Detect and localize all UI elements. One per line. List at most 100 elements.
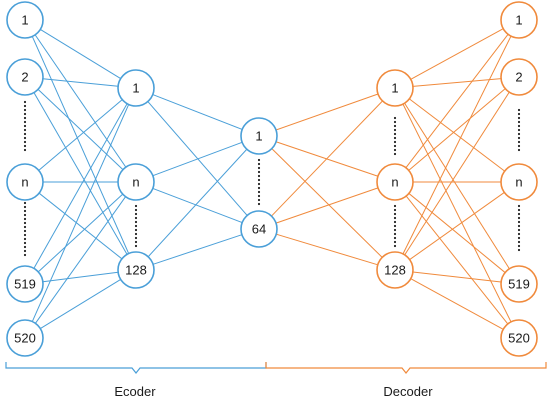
encoder-bracket	[5, 362, 267, 374]
ellipsis-dot	[257, 170, 261, 174]
connection-line	[31, 104, 130, 322]
neuron-label: 1	[515, 13, 522, 28]
neuron-circle	[6, 163, 44, 201]
ellipsis-dot	[257, 186, 261, 190]
neuron-label: 519	[508, 277, 530, 292]
connection-line	[410, 278, 504, 330]
ellipsis-dot	[23, 140, 27, 144]
ellipsis-dot	[257, 190, 261, 194]
neuron-circle	[117, 163, 155, 201]
neuron-circle	[376, 251, 414, 289]
ellipsis-dot	[517, 208, 521, 212]
ellipsis-dot	[23, 209, 27, 213]
ellipsis-dot	[393, 228, 397, 232]
ellipsis-dot	[517, 244, 521, 248]
ellipsis-dot	[393, 236, 397, 240]
connection-line	[152, 234, 243, 265]
ellipsis-dot	[517, 236, 521, 240]
neuron-circle	[500, 1, 538, 39]
neuron-label: 1	[255, 129, 262, 144]
ellipsis-dot	[257, 166, 261, 170]
ellipsis-dot	[393, 128, 397, 132]
connection-line	[40, 278, 121, 330]
neuron-circle	[6, 1, 44, 39]
neuron-circle	[240, 210, 278, 248]
connection-line	[275, 187, 379, 224]
ellipsis-dot	[257, 178, 261, 182]
neuron-latent: 64	[240, 210, 278, 248]
connections	[31, 28, 512, 330]
ellipsis-dot	[134, 228, 138, 232]
ellipsis-dot	[393, 244, 397, 248]
ellipsis-dot	[393, 204, 397, 208]
neuron-circle	[6, 58, 44, 96]
ellipsis-dot	[257, 174, 261, 178]
connection-line	[37, 193, 124, 273]
connection-line	[31, 36, 130, 254]
neuron-input: 520	[6, 319, 44, 357]
ellipsis-dot	[393, 136, 397, 140]
ellipsis-dot	[393, 148, 397, 152]
connection-line	[271, 100, 383, 217]
neuron-label: 64	[252, 222, 266, 237]
ellipsis-dot	[134, 212, 138, 216]
neuron-label: n	[21, 175, 28, 190]
neuron-circle	[500, 163, 538, 201]
neuron-label: n	[515, 175, 522, 190]
connection-line	[33, 92, 128, 255]
ellipsis-dot	[393, 240, 397, 244]
connection-line	[412, 271, 502, 283]
connection-line	[409, 192, 505, 260]
neuron-label: n	[391, 175, 398, 190]
neuron-label: 2	[21, 70, 28, 85]
connection-line	[275, 93, 379, 131]
ellipsis-dot	[517, 144, 521, 148]
ellipsis-dot	[134, 216, 138, 220]
neuron-output: 520	[500, 319, 538, 357]
neuron-label: 520	[508, 331, 530, 346]
connection-line	[408, 88, 506, 171]
ellipsis-dot	[23, 233, 27, 237]
connection-line	[42, 78, 119, 87]
neuron-input: 519	[6, 265, 44, 303]
ellipsis-dot	[393, 212, 397, 216]
connection-line	[147, 148, 248, 258]
neuron-label: 128	[125, 263, 147, 278]
ellipsis-dot	[517, 112, 521, 116]
ellipsis-dot	[517, 136, 521, 140]
neuron-circle	[6, 265, 44, 303]
ellipsis-dot	[257, 162, 261, 166]
ellipsis-dot	[393, 124, 397, 128]
ellipsis-dot	[393, 152, 397, 156]
connection-line	[405, 195, 509, 325]
ellipsis-dot	[23, 112, 27, 116]
ellipsis-dot	[134, 220, 138, 224]
ellipsis-dot	[393, 216, 397, 220]
ellipsis-dot	[134, 236, 138, 240]
ellipsis-dot	[23, 221, 27, 225]
ellipsis-dot	[23, 136, 27, 140]
ellipsis-dot	[23, 104, 27, 108]
connection-line	[404, 91, 510, 256]
ellipsis-dot	[23, 249, 27, 253]
ellipsis-dot	[23, 205, 27, 209]
ellipsis-dot	[23, 128, 27, 132]
ellipsis-dot	[393, 144, 397, 148]
neuron-encoder-hidden: 1	[117, 69, 155, 107]
neuron-circle	[376, 69, 414, 107]
ellipsis-dot	[23, 253, 27, 257]
neuron-decoder-hidden: 1	[376, 69, 414, 107]
connection-line	[38, 192, 123, 260]
ellipsis-dot	[23, 201, 27, 205]
ellipsis-dot	[517, 204, 521, 208]
connection-line	[33, 103, 128, 269]
neuron-circle	[117, 251, 155, 289]
connection-line	[37, 89, 124, 170]
ellipsis-dot	[23, 132, 27, 136]
ellipsis-dot	[23, 217, 27, 221]
connection-line	[42, 271, 119, 283]
neuron-label: 1	[21, 13, 28, 28]
neuron-encoder-hidden: 128	[117, 251, 155, 289]
connection-line	[276, 233, 378, 266]
